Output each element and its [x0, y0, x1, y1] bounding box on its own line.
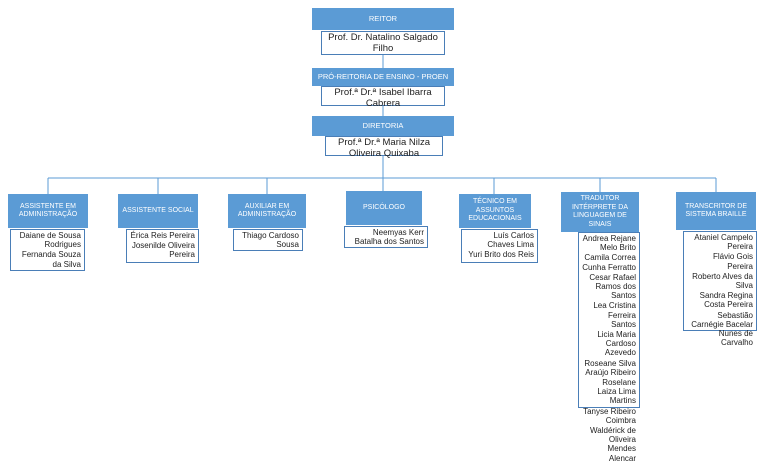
department-people-box: Érica Reis Pereira Josenilde Oliveira Pe…	[126, 229, 199, 263]
diretoria-name-box: Prof.ª Dr.ª Maria Nilza Oliveira Quixaba	[325, 136, 443, 159]
person-name: Fernanda Souza da Silva	[21, 250, 81, 269]
person-name: Roseane Silva Araújo Ribeiro	[584, 358, 636, 377]
department-header: TRADUTOR INTÉRPRETE DA LINGUAGEM DE SINA…	[561, 192, 639, 232]
department-people-box: Neemyas Kerr Batalha dos Santos	[344, 226, 428, 248]
diretoria-name: Prof.ª Dr.ª Maria Nilza Oliveira Quixaba	[337, 137, 431, 159]
proen-name-box: Prof.ª Dr.ª Isabel Ibarra Cabrera	[321, 86, 445, 109]
person-name: Licia Maria Cardoso Azevedo	[597, 330, 636, 358]
proen-header: PRÓ-REITORIA DE ENSINO - PROEN	[312, 68, 454, 86]
proen-name: Prof.ª Dr.ª Isabel Ibarra Cabrera	[334, 87, 432, 109]
department-header: ASSISTENTE SOCIAL	[118, 194, 198, 228]
person-name: Flávio Gois Pereira	[712, 252, 753, 271]
person-name: Neemyas Kerr Batalha dos Santos	[354, 228, 424, 247]
person-name: Érica Reis Pereira	[130, 231, 195, 240]
department-people-box: Daiane de Sousa Rodrigues Fernanda Souza…	[10, 229, 85, 271]
connector-lines	[47, 55, 717, 194]
person-name: Daiane de Sousa Rodrigues	[19, 231, 81, 250]
department-header: TRANSCRITOR DE SISTEMA BRAILLE	[676, 192, 756, 230]
reitor-header: REITOR	[312, 8, 454, 30]
person-name: Andrea Rejane Melo Brito	[582, 234, 636, 253]
person-name: Sebastião Carnégie Bacelar Nunes de Carv…	[691, 310, 753, 348]
reitor-name: Prof. Dr. Natalino Salgado Filho	[328, 32, 438, 54]
person-name: Roselane Laiza Lima Martins	[597, 378, 636, 406]
reitor-name-box: Prof. Dr. Natalino Salgado Filho	[321, 31, 445, 55]
person-name: Luís Carlos Chaves Lima	[487, 231, 534, 250]
department-people-box: Luís Carlos Chaves Lima Yuri Brito dos R…	[461, 229, 538, 263]
person-name: Cesar Rafael Ramos dos Santos	[589, 272, 636, 301]
department-people-box: Ataniel Campelo Pereira Flávio Gois Pere…	[683, 231, 757, 347]
person-name: Josenilde Oliveira Pereira	[131, 241, 195, 260]
person-name: Sandra Regina Costa Pereira	[699, 291, 753, 310]
person-name: Yuri Brito dos Reis	[468, 250, 534, 260]
department-people-box: Andrea Rejane Melo Brito Camila Correa C…	[578, 232, 640, 463]
person-name: Camila Correa Cunha Ferratto	[582, 253, 636, 272]
person-name: Tanyse Ribeiro Coimbra	[583, 406, 636, 425]
department-header: AUXILIAR EM ADMINISTRAÇÃO	[228, 194, 306, 228]
department-people-box: Thiago Cardoso Sousa	[233, 229, 303, 251]
diretoria-header: DIRETORIA	[312, 116, 454, 136]
person-name: Lea Cristina Ferreira Santos	[593, 301, 636, 329]
department-header: TÉCNICO EM ASSUNTOS EDUCACIONAIS	[459, 194, 531, 228]
person-name: Roberto Alves da Silva	[692, 271, 753, 291]
person-name: Thiago Cardoso Sousa	[242, 231, 299, 250]
person-name: Ataniel Campelo Pereira	[694, 233, 753, 252]
department-header: ASSISTENTE EM ADMINISTRAÇÃO	[8, 194, 88, 228]
department-header: PSICÓLOGO	[346, 191, 422, 225]
